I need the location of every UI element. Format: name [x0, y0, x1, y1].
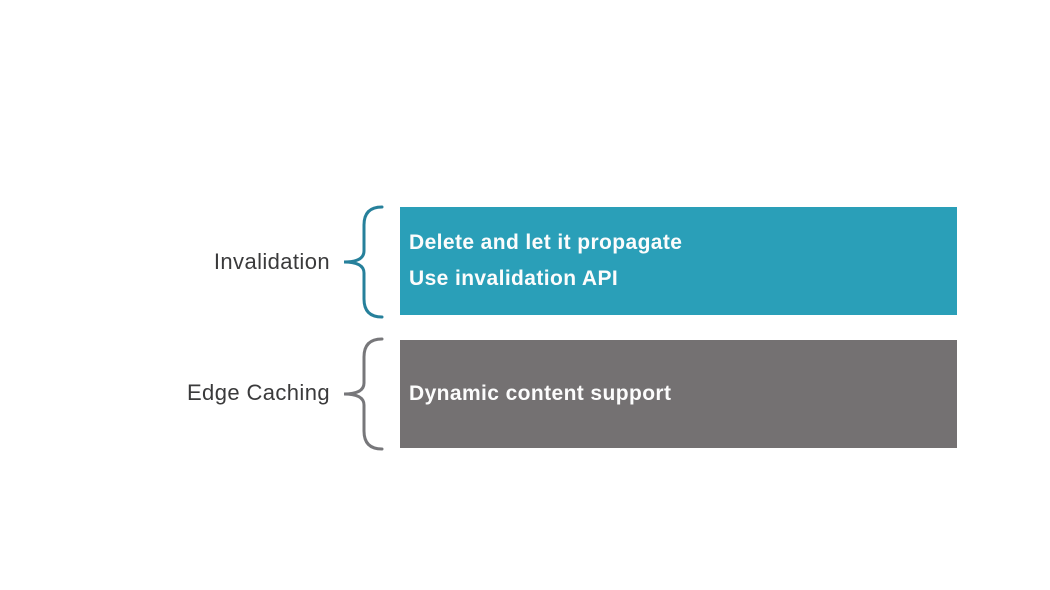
invalidation-box-line-2: Use invalidation API [409, 267, 619, 290]
invalidation-box-line-1: Delete and let it propagate [409, 231, 683, 254]
group-label-edge-caching: Edge Caching [186, 380, 330, 405]
curly-brace-invalidation-path [343, 205, 384, 319]
edge-caching-box: Dynamic content support [400, 340, 957, 448]
edge-caching-box-line-1: Dynamic content support [409, 382, 672, 405]
group-label-invalidation: Invalidation [213, 249, 330, 274]
curly-brace-edge-caching-path [343, 337, 384, 451]
curly-brace-invalidation-icon [343, 205, 384, 319]
invalidation-box: Delete and let it propagate Use invalida… [400, 207, 957, 315]
curly-brace-edge-caching-icon [343, 337, 384, 451]
